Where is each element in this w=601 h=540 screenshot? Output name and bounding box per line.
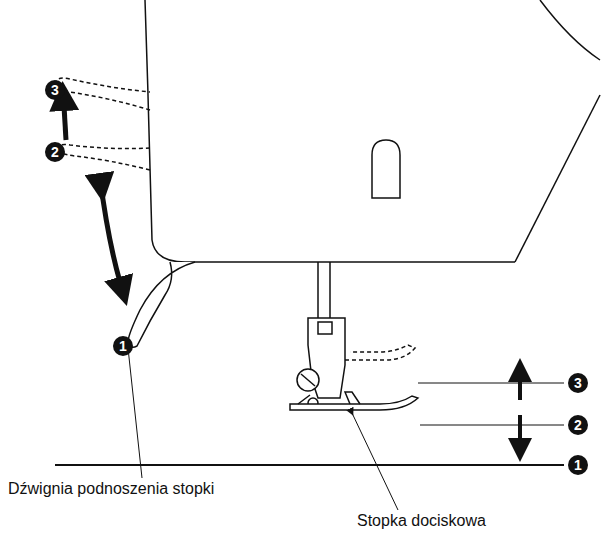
lever-arrow-1-2 (100, 178, 120, 282)
lever-position-3 (56, 78, 150, 110)
screw-slot (301, 374, 315, 386)
foot-toe-detail (298, 392, 360, 404)
base-line-1 (55, 464, 564, 466)
lever-arrow-2-3 (64, 106, 66, 140)
part-label: Dźwignia podnoszenia stopki (6, 480, 216, 498)
foot-up-arrow (518, 378, 522, 400)
machine-body-edge (515, 95, 600, 262)
callout-number: 1 (113, 336, 133, 356)
part-label: Stopka dociskowa (355, 512, 488, 530)
foot-down-arrow (518, 415, 522, 442)
foot-leader (352, 413, 398, 510)
presser-foot-sole (290, 396, 418, 410)
callout-number: 1 (568, 455, 588, 475)
needle-bar (318, 262, 330, 318)
leader-3 (418, 383, 564, 384)
callout-number: 3 (568, 373, 588, 393)
callout-number: 2 (568, 415, 588, 435)
machine-body (145, 0, 515, 262)
callout-number: 3 (45, 80, 65, 100)
machine-body-top (540, 0, 600, 60)
shank-slot (318, 322, 332, 334)
foot-screw (297, 369, 319, 391)
leader-2 (420, 425, 564, 426)
lifter-lever (128, 262, 195, 347)
callout-number: 2 (45, 142, 65, 162)
lever-leader (128, 348, 142, 478)
raised-foot-outline (345, 345, 415, 360)
lever-position-2 (56, 145, 150, 171)
slot-window (372, 140, 400, 198)
